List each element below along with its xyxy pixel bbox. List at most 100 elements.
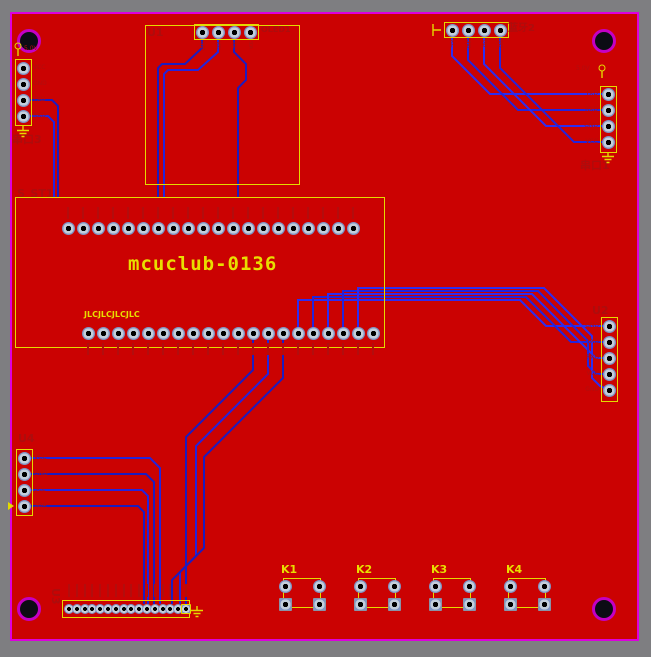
- trace[interactable]: [342, 290, 609, 375]
- trace[interactable]: [157, 38, 203, 197]
- pcb-board[interactable]: [10, 12, 639, 641]
- trace[interactable]: [163, 38, 219, 197]
- button-pad[interactable]: [537, 597, 551, 611]
- sst1-bottom-pad[interactable]: [261, 326, 275, 340]
- bt2-header-pad[interactable]: [445, 23, 459, 37]
- sst1-top-pad[interactable]: [91, 221, 105, 235]
- button-pad[interactable]: [312, 579, 326, 593]
- u3-pad[interactable]: [149, 604, 160, 614]
- sst1-bottom-pad[interactable]: [321, 326, 335, 340]
- trace[interactable]: [483, 38, 602, 127]
- sst1-top-pad[interactable]: [226, 221, 240, 235]
- button-pad[interactable]: [428, 579, 442, 593]
- sst1-bottom-pad[interactable]: [156, 326, 170, 340]
- u3-pad[interactable]: [126, 604, 137, 614]
- trace[interactable]: [312, 296, 609, 343]
- u3-pad[interactable]: [110, 604, 121, 614]
- button-pad[interactable]: [278, 579, 292, 593]
- sst1-bottom-pad[interactable]: [81, 326, 95, 340]
- trace[interactable]: [179, 333, 269, 604]
- u3-pad[interactable]: [157, 604, 168, 614]
- button-pad[interactable]: [537, 579, 551, 593]
- trace[interactable]: [30, 505, 145, 604]
- sst1-top-pad[interactable]: [331, 221, 345, 235]
- sst1-bottom-pad[interactable]: [276, 326, 290, 340]
- sst1-bottom-pad[interactable]: [96, 326, 110, 340]
- trace[interactable]: [451, 38, 602, 95]
- sst1-top-pad[interactable]: [76, 221, 90, 235]
- mounting-hole[interactable]: [17, 29, 41, 53]
- trace[interactable]: [30, 115, 55, 197]
- u2-pad[interactable]: [602, 335, 616, 349]
- sst1-bottom-pad[interactable]: [201, 326, 215, 340]
- u3-pad[interactable]: [134, 604, 145, 614]
- trace[interactable]: [327, 293, 609, 359]
- button-pad[interactable]: [387, 597, 401, 611]
- sst1-top-pad[interactable]: [121, 221, 135, 235]
- serial3-pad[interactable]: [16, 109, 30, 123]
- serial1-pad[interactable]: [601, 119, 615, 133]
- serial1-pad[interactable]: [601, 135, 615, 149]
- serial1-pad[interactable]: [601, 87, 615, 101]
- button-pad[interactable]: [503, 579, 517, 593]
- u4-pad[interactable]: [17, 467, 31, 481]
- mounting-hole[interactable]: [592, 29, 616, 53]
- sst1-top-pad[interactable]: [286, 221, 300, 235]
- serial3-pad[interactable]: [16, 93, 30, 107]
- sst1-bottom-pad[interactable]: [291, 326, 305, 340]
- sst1-top-pad[interactable]: [196, 221, 210, 235]
- button-pad[interactable]: [387, 579, 401, 593]
- u1-header-pad[interactable]: [243, 25, 257, 39]
- u2-pad[interactable]: [602, 367, 616, 381]
- button-pad[interactable]: [353, 597, 367, 611]
- sst1-top-pad[interactable]: [166, 221, 180, 235]
- sst1-bottom-pad[interactable]: [216, 326, 230, 340]
- u1-header-pad[interactable]: [227, 25, 241, 39]
- trace[interactable]: [30, 99, 59, 197]
- u3-pad[interactable]: [118, 604, 129, 614]
- sst1-top-pad[interactable]: [241, 221, 255, 235]
- sst1-top-pad[interactable]: [61, 221, 75, 235]
- sst1-bottom-pad[interactable]: [351, 326, 365, 340]
- button-pad[interactable]: [428, 597, 442, 611]
- sst1-top-pad[interactable]: [136, 221, 150, 235]
- serial1-pad[interactable]: [601, 103, 615, 117]
- bt2-header-pad[interactable]: [477, 23, 491, 37]
- u1-header-pad[interactable]: [211, 25, 225, 39]
- sst1-bottom-pad[interactable]: [246, 326, 260, 340]
- trace[interactable]: [467, 38, 602, 111]
- u3-pad[interactable]: [165, 604, 176, 614]
- sst1-bottom-pad[interactable]: [231, 326, 245, 340]
- button-pad[interactable]: [353, 579, 367, 593]
- u3-pad[interactable]: [173, 604, 184, 614]
- sst1-bottom-pad[interactable]: [141, 326, 155, 340]
- sst1-top-pad[interactable]: [301, 221, 315, 235]
- sst1-top-pad[interactable]: [346, 221, 360, 235]
- u3-pad[interactable]: [95, 604, 106, 614]
- sst1-bottom-pad[interactable]: [126, 326, 140, 340]
- u3-pad[interactable]: [103, 604, 113, 614]
- u3-pad[interactable]: [71, 604, 82, 614]
- sst1-top-pad[interactable]: [106, 221, 120, 235]
- button-pad[interactable]: [503, 597, 517, 611]
- sst1-bottom-pad[interactable]: [336, 326, 350, 340]
- u1-header-pad[interactable]: [195, 25, 209, 39]
- trace[interactable]: [30, 489, 149, 604]
- u2-pad[interactable]: [602, 383, 616, 397]
- button-pad[interactable]: [278, 597, 292, 611]
- u3-pad[interactable]: [181, 604, 191, 614]
- trace[interactable]: [499, 38, 602, 143]
- button-pad[interactable]: [462, 579, 476, 593]
- bt2-header-pad[interactable]: [493, 23, 507, 37]
- sst1-top-pad[interactable]: [316, 221, 330, 235]
- sst1-bottom-pad[interactable]: [306, 326, 320, 340]
- trace[interactable]: [30, 457, 161, 604]
- u4-pad[interactable]: [17, 499, 31, 513]
- sst1-bottom-pad[interactable]: [111, 326, 125, 340]
- u3-pad[interactable]: [87, 604, 98, 614]
- sst1-top-pad[interactable]: [271, 221, 285, 235]
- trace[interactable]: [233, 38, 247, 197]
- u3-pad[interactable]: [142, 604, 152, 614]
- serial3-pad[interactable]: [16, 61, 30, 75]
